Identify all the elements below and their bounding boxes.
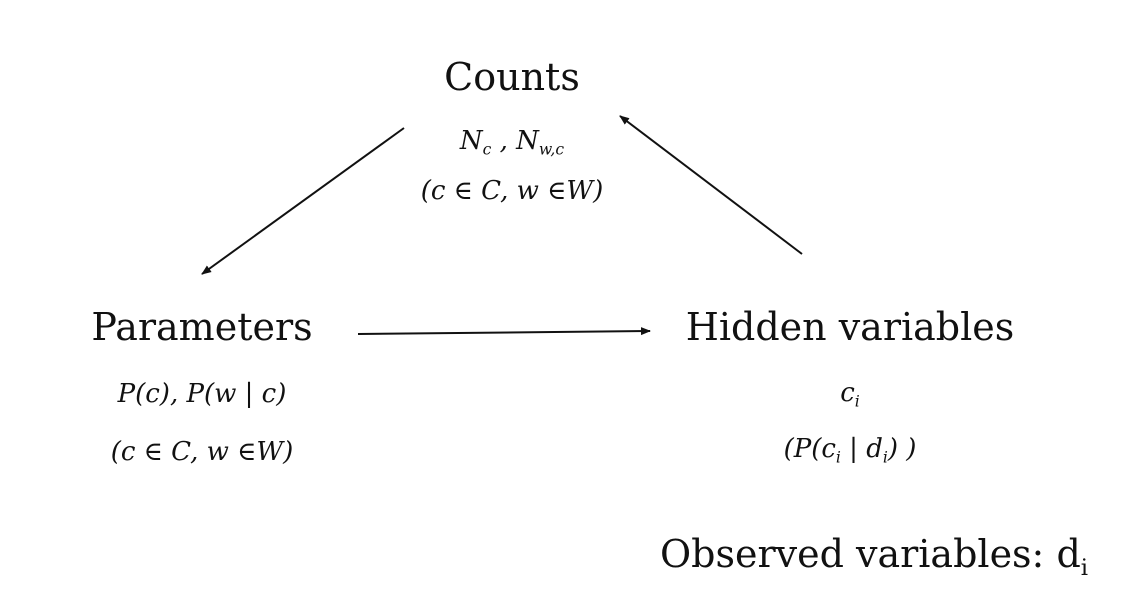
hidden-prob-mid: | d bbox=[840, 434, 883, 465]
hidden-prob-close: ) ) bbox=[887, 434, 917, 465]
counts-symbol-2: N bbox=[516, 126, 539, 156]
counts-symbol-1: N bbox=[459, 126, 483, 156]
observed-label-text: Observed variables: d bbox=[660, 532, 1081, 576]
counts-title: Counts bbox=[444, 55, 580, 99]
counts-symbol-2-sub: w,c bbox=[538, 140, 565, 159]
counts-symbol-1-sub: c bbox=[482, 140, 492, 159]
hidden-prob-open: (P(c bbox=[783, 434, 836, 465]
observed-label-sub: i bbox=[1080, 554, 1089, 581]
arrow-hidden-to-counts bbox=[619, 115, 803, 255]
parameters-domain: (c ∈ C, w ∈W) bbox=[110, 437, 294, 467]
arrow-parameters-to-hidden bbox=[357, 327, 651, 336]
hidden-var-sub: i bbox=[854, 392, 860, 411]
hidden-prob-sub1: i bbox=[835, 448, 841, 467]
hidden-probability: (P(ci | di) ) bbox=[660, 434, 1040, 466]
counts-node: Counts Nc , Nw,c (c ∈ C, w ∈W) bbox=[362, 58, 662, 206]
hidden-variable: ci bbox=[660, 378, 1040, 410]
observed-variables: Observed variables: di bbox=[660, 535, 1120, 580]
parameters-probs: P(c), P(w | c) bbox=[117, 379, 287, 409]
arrow-counts-to-parameters bbox=[201, 127, 405, 275]
parameters-node: Parameters P(c), P(w | c) (c ∈ C, w ∈W) bbox=[52, 308, 352, 467]
hidden-prob-sub2: i bbox=[882, 448, 888, 467]
hidden-variables-title: Hidden variables bbox=[685, 305, 1015, 349]
hidden-variables-node: Hidden variables ci (P(ci | di) ) bbox=[660, 308, 1040, 467]
counts-separator: , bbox=[491, 126, 517, 156]
counts-domain: (c ∈ C, w ∈W) bbox=[420, 176, 604, 207]
counts-symbols: Nc , Nw,c bbox=[362, 126, 662, 158]
hidden-var: c bbox=[840, 378, 855, 408]
parameters-title: Parameters bbox=[91, 305, 313, 349]
observed-label: Observed variables: di bbox=[660, 532, 1088, 579]
